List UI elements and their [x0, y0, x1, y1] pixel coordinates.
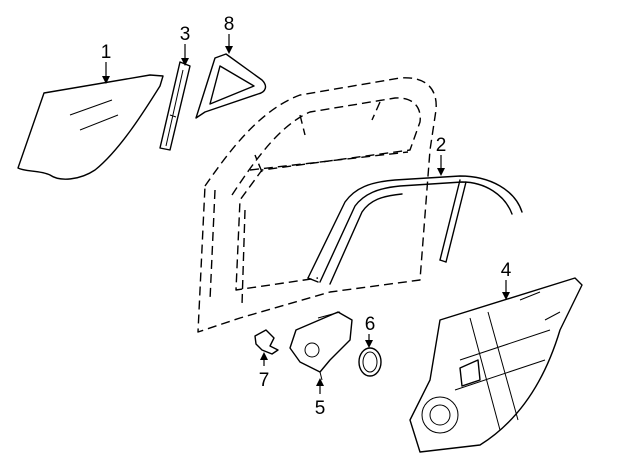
callout-7: 7 — [259, 370, 270, 391]
part-2-window-frame — [307, 175, 523, 285]
callout-1: 1 — [101, 42, 112, 63]
callout-labels: 1 2 3 4 5 6 7 8 — [101, 14, 512, 419]
callout-3: 3 — [180, 24, 191, 45]
part-7-bolt — [254, 329, 279, 355]
callout-5: 5 — [315, 398, 326, 419]
part-3-run-channel — [159, 61, 191, 151]
callout-2: 2 — [436, 135, 447, 156]
part-1-door-glass — [17, 74, 164, 180]
callout-8: 8 — [224, 14, 235, 35]
part-6-seal-ring — [358, 347, 382, 377]
callout-4: 4 — [501, 260, 512, 281]
callout-leaders — [102, 34, 510, 394]
part-8-quarter-glass — [195, 53, 267, 119]
part-5-window-motor — [289, 311, 353, 381]
callout-6: 6 — [365, 314, 376, 335]
part-4-regulator-panel — [409, 277, 583, 453]
door-frame-outline — [197, 77, 437, 333]
